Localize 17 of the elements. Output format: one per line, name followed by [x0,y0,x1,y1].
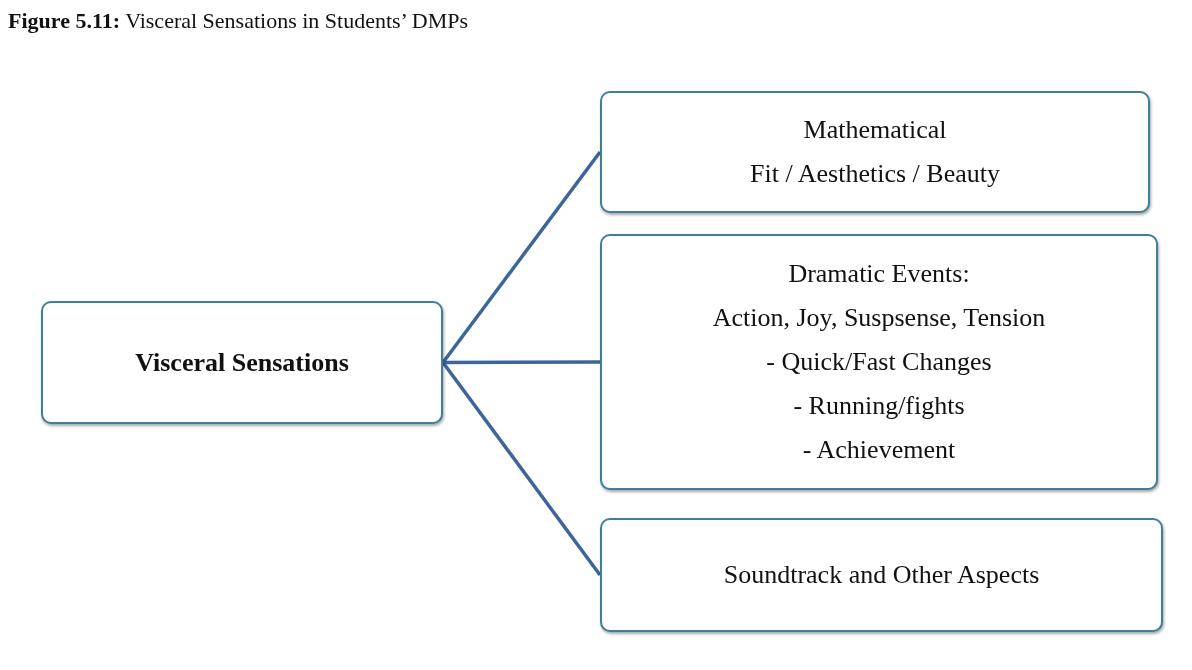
connector-line [443,360,600,365]
category-box [600,518,1163,632]
box-text: Fit / Aesthetics / Beauty [750,158,1000,190]
box-heading: Mathematical [803,114,947,146]
box-text: Visceral Sensations [135,346,349,379]
figure-title: Figure 5.11: Visceral Sensations in Students’ DMPs [8,8,469,34]
box-text: Action, Joy, Suspsense, Tension [712,302,1046,334]
box-text: Soundtrack and Other Aspects [723,559,1040,591]
connector-line [441,150,602,364]
box-text: - Quick/Fast Changes [766,346,992,378]
connector-line [441,361,602,577]
category-box [600,91,1150,213]
root-box [41,301,443,424]
box-text: - Running/fights [793,390,965,422]
box-text: - Achievement [802,434,956,466]
box-heading: Dramatic Events: [788,258,970,290]
category-box [600,234,1158,490]
